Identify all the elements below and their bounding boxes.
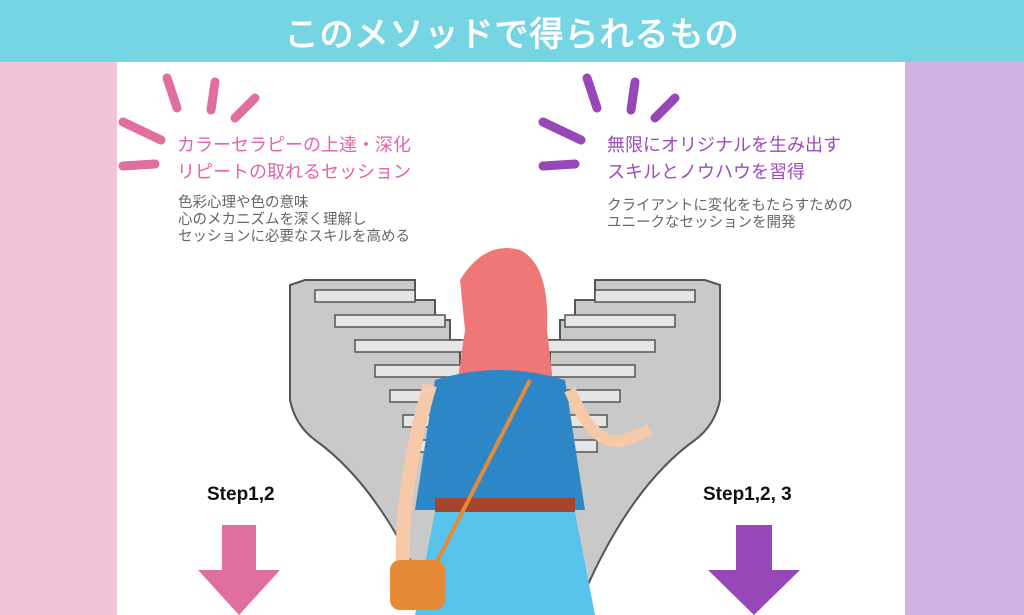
- left-description: 色彩心理や色の意味心のメカニズムを深く理解しセッションに必要なスキルを高める: [178, 195, 410, 245]
- left-heading: カラーセラピーの上達・深化リピートの取れるセッション: [177, 135, 411, 183]
- left-step-label: Step1,2: [207, 484, 275, 505]
- left-side-band: [0, 62, 117, 615]
- right-heading: 無限にオリジナルを生み出すスキルとノウハウを習得: [607, 135, 841, 183]
- staircase-illustration: [289, 248, 721, 615]
- page-title: このメソッドで得られるもの: [284, 14, 740, 55]
- right-burst-icon: [538, 73, 680, 171]
- right-description: クライアントに変化をもたらすためのユニークなセッションを開発: [607, 198, 853, 231]
- right-step-label: Step1,2, 3: [703, 484, 792, 505]
- left-down-arrow-icon: [198, 525, 280, 615]
- header-banner: このメソッドで得られるもの: [0, 0, 1024, 62]
- left-burst-icon: [118, 73, 260, 171]
- right-down-arrow-icon: [708, 525, 800, 615]
- right-side-band: [905, 62, 1024, 615]
